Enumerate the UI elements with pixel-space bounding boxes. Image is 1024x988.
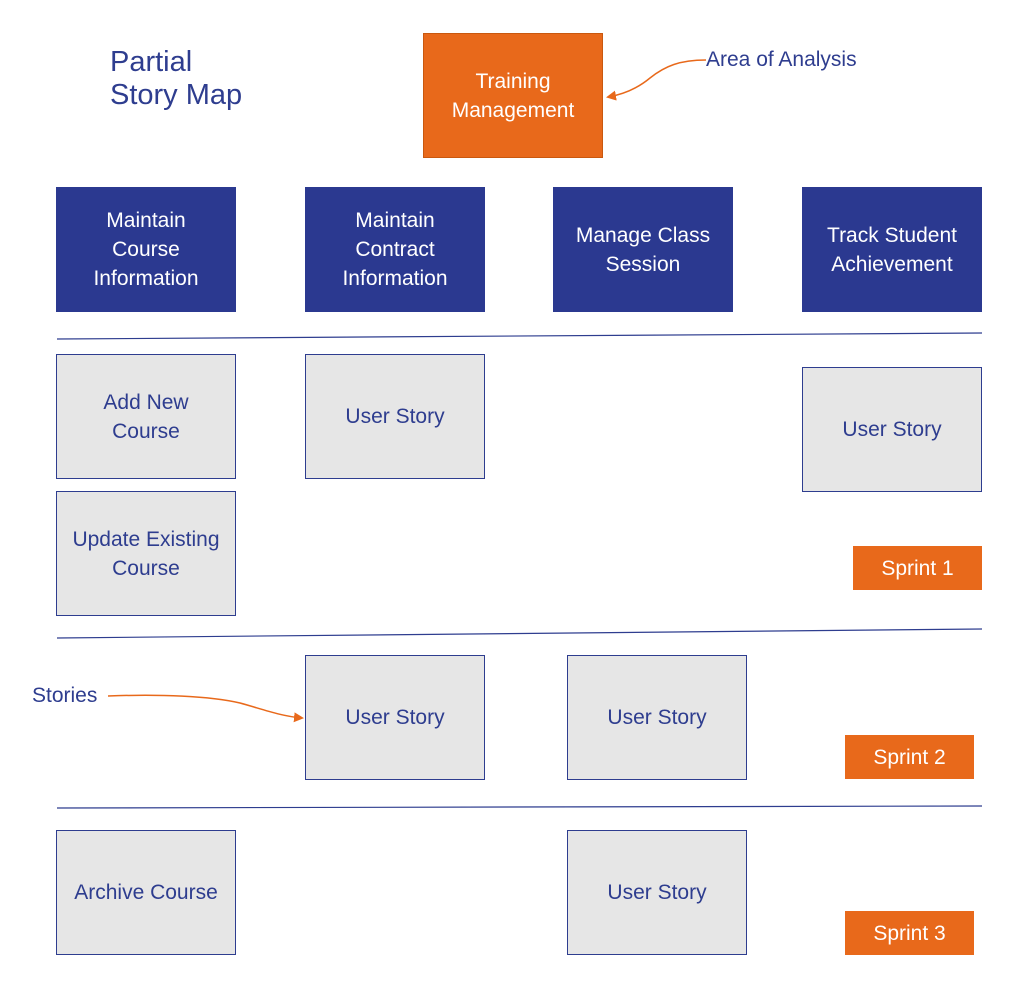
story-label: Archive Course xyxy=(74,881,218,904)
story-card: User Story xyxy=(305,354,485,479)
story-card: Update Existing Course xyxy=(56,491,236,616)
epic-label: Maintain Contract Information xyxy=(342,209,448,290)
stories-arrow xyxy=(107,694,304,723)
root-activity-box: Training Management xyxy=(423,33,603,158)
divider-sprint-1 xyxy=(56,628,983,639)
sprint-3-badge: Sprint 3 xyxy=(845,911,974,955)
diagram-title: Partial Story Map xyxy=(110,46,242,112)
story-card: User Story xyxy=(802,367,982,492)
sprint-label: Sprint 1 xyxy=(881,556,954,580)
story-label: User Story xyxy=(842,418,942,441)
sprint-1-badge: Sprint 1 xyxy=(853,546,982,590)
sprint-label: Sprint 3 xyxy=(873,921,946,945)
epic-box: Maintain Contract Information xyxy=(305,187,485,312)
story-card: Add New Course xyxy=(56,354,236,479)
root-activity-label: Training Management xyxy=(451,69,575,122)
stories-callout: Stories xyxy=(32,684,98,707)
story-card: User Story xyxy=(567,655,747,780)
story-card: Archive Course xyxy=(56,830,236,955)
story-label: User Story xyxy=(607,706,707,729)
epic-label: Manage Class Session xyxy=(575,223,711,276)
epic-label: Maintain Course Information xyxy=(93,209,199,290)
story-label: Update Existing Course xyxy=(72,527,220,580)
area-of-analysis-arrow xyxy=(606,59,707,101)
epic-box: Track Student Achievement xyxy=(802,187,982,312)
epic-box: Maintain Course Information xyxy=(56,187,236,312)
epic-box: Manage Class Session xyxy=(553,187,733,312)
title-line-1: Partial xyxy=(110,46,193,78)
title-line-2: Story Map xyxy=(110,79,243,111)
story-label: User Story xyxy=(607,881,707,904)
divider-sprint-2 xyxy=(56,805,983,809)
sprint-2-badge: Sprint 2 xyxy=(845,735,974,779)
story-card: User Story xyxy=(305,655,485,780)
sprint-label: Sprint 2 xyxy=(873,745,946,769)
story-label: User Story xyxy=(345,405,445,428)
area-of-analysis-callout: Area of Analysis xyxy=(706,48,857,71)
story-label: Add New Course xyxy=(103,390,189,443)
epic-label: Track Student Achievement xyxy=(827,223,957,276)
divider-backbone xyxy=(56,332,983,340)
story-label: User Story xyxy=(345,706,445,729)
story-card: User Story xyxy=(567,830,747,955)
